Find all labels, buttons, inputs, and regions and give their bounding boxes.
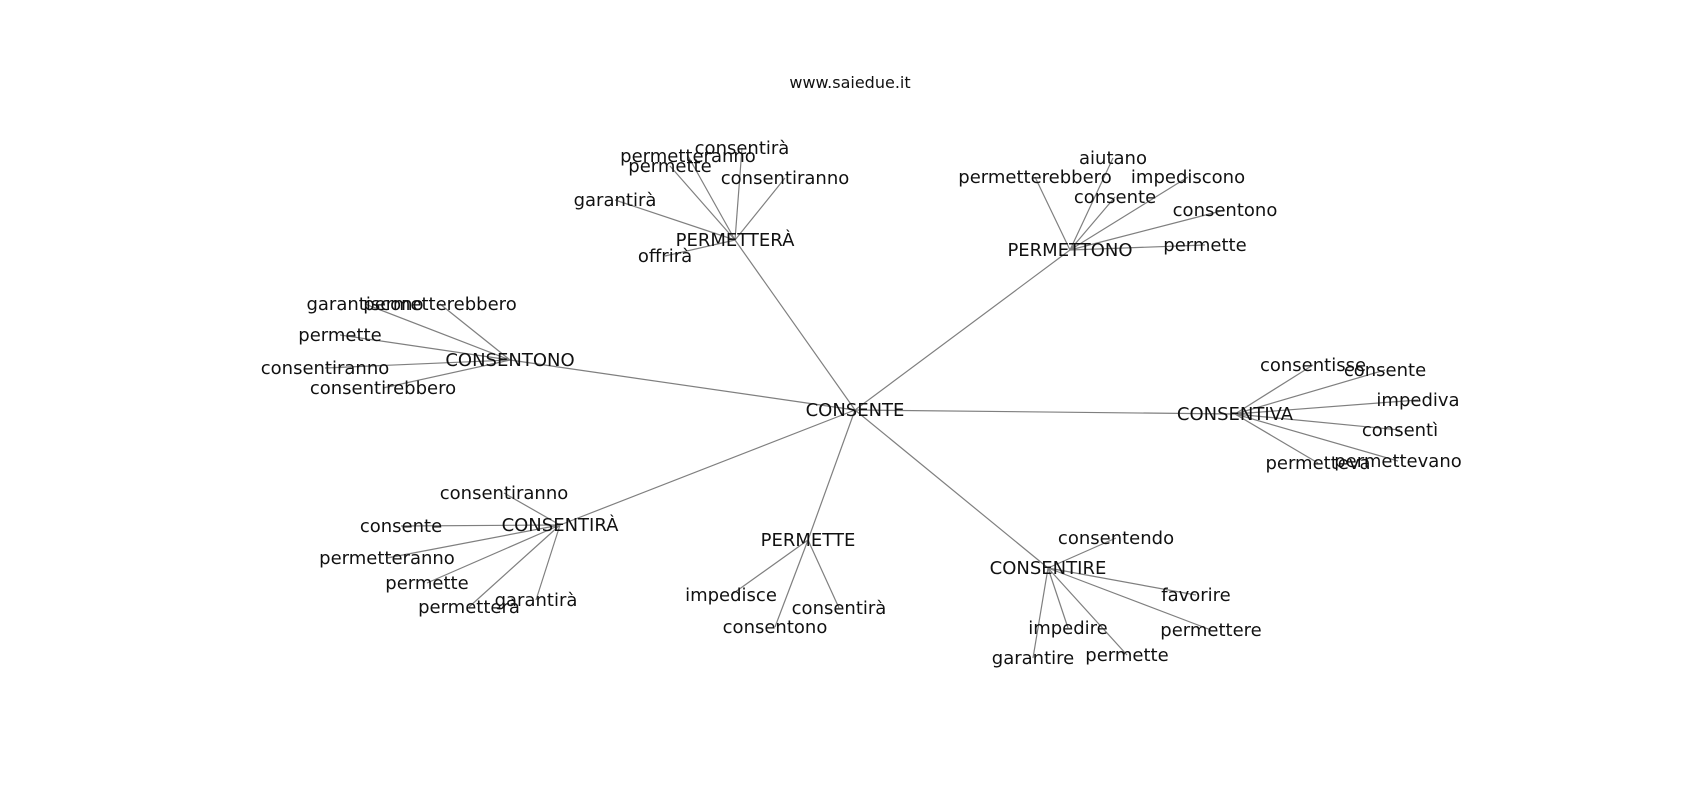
edge-consentiva-consenti — [1234, 413, 1401, 431]
hub-node-permette: PERMETTE — [761, 530, 856, 551]
edge-permettono-permette — [1069, 244, 1206, 251]
leaf-node-aiutano: aiutano — [1079, 148, 1147, 169]
edge-consentono-garantiscono — [364, 303, 511, 361]
edge-consentira-consente — [400, 524, 561, 527]
edge-permettera-permette — [669, 165, 736, 241]
edge-consentira-consentiranno — [503, 492, 561, 526]
edge-permettera-permetteranno — [687, 155, 736, 241]
hub-node-consentira: CONSENTIRÀ — [502, 514, 620, 536]
edge-consentira-permettera — [468, 524, 561, 608]
leaf-node-garantira: garantirà — [495, 590, 578, 611]
leaf-node-consente: consente — [1344, 360, 1426, 381]
hub-node-consentire: CONSENTIRE — [990, 558, 1107, 579]
leaf-node-consente: consente — [1074, 187, 1156, 208]
leaf-node-impediva: impediva — [1376, 390, 1459, 411]
edge-consentira-garantira — [535, 524, 561, 601]
edge-permettera-offrira — [664, 239, 736, 257]
edge-consentire-permette — [1047, 567, 1128, 656]
leaf-node-permetteranno: permetteranno — [319, 548, 455, 569]
edge-consentire-impedire — [1047, 567, 1069, 629]
edge-consentono-consentiranno — [324, 359, 511, 369]
edge-consentire-consentendo — [1047, 537, 1117, 569]
edge-root-permettera — [734, 239, 856, 411]
edge-permette-consentira — [807, 539, 840, 609]
leaf-node-permette: permette — [628, 156, 711, 177]
edge-permettono-impediscono — [1069, 176, 1189, 251]
leaf-node-impedire: impedire — [1028, 618, 1108, 639]
leaf-node-consentiranno: consentiranno — [261, 358, 390, 379]
leaf-node-consentiranno: consentiranno — [440, 483, 569, 504]
leaf-node-permetterebbero: permetterebbero — [363, 294, 516, 315]
leaf-node-consenti: consentì — [1362, 420, 1438, 441]
leaf-node-impedisce: impedisce — [685, 585, 777, 606]
leaf-node-consentira: consentirà — [792, 598, 887, 619]
leaf-node-consentono: consentono — [1173, 200, 1278, 221]
edge-consentiva-impediva — [1234, 399, 1419, 415]
label-layer: CONSENTEPERMETTERÀconsentiràpermetterann… — [261, 138, 1462, 669]
edge-root-consentiva — [854, 409, 1236, 415]
edge-permettono-permetterebbero — [1034, 176, 1071, 251]
leaf-node-consentira: consentirà — [695, 138, 790, 159]
edge-consentiva-permetteva — [1234, 413, 1319, 464]
edge-consentira-permetteranno — [386, 524, 561, 559]
leaf-node-garantira: garantirà — [574, 190, 657, 211]
hub-node-permettono: PERMETTONO — [1007, 240, 1132, 261]
edge-consentono-permette — [339, 334, 511, 361]
edge-layer — [324, 147, 1419, 659]
edge-consentire-permettere — [1047, 567, 1212, 631]
leaf-node-impediscono: impediscono — [1131, 167, 1245, 188]
leaf-node-garantiscono: garantiscono — [306, 294, 423, 315]
edge-consentono-permetterebbero — [439, 303, 511, 361]
edge-consentiva-consentisse — [1234, 364, 1314, 415]
leaf-node-permettevano: permettevano — [1334, 451, 1462, 472]
edge-permettono-consente — [1069, 196, 1116, 251]
edge-permettono-aiutano — [1069, 157, 1114, 251]
leaf-node-permettera: permetterà — [418, 597, 520, 618]
leaf-node-permetterebbero: permetterebbero — [958, 167, 1111, 188]
leaf-node-consentono: consentono — [723, 617, 828, 638]
leaf-node-consentirebbero: consentirebbero — [310, 378, 456, 399]
hub-node-consentiva: CONSENTIVA — [1177, 404, 1294, 425]
edge-consentiva-consente — [1234, 369, 1386, 415]
edge-consentiva-permettevano — [1234, 413, 1399, 462]
edge-root-permettono — [854, 249, 1071, 411]
leaf-node-permette: permette — [298, 325, 381, 346]
edge-permette-impedisce — [730, 539, 809, 596]
leaf-node-permette: permette — [1163, 235, 1246, 256]
edge-root-consentire — [854, 409, 1049, 569]
hub-node-consentono: CONSENTONO — [445, 350, 574, 371]
leaf-node-garantire: garantire — [992, 648, 1074, 669]
root-node-label: CONSENTE — [806, 400, 905, 421]
leaf-node-permetteva: permetteva — [1265, 453, 1370, 474]
edge-permettono-consentono — [1069, 209, 1226, 251]
edge-root-consentono — [509, 359, 856, 411]
hub-node-permettera: PERMETTERÀ — [676, 229, 795, 251]
edge-root-consentira — [559, 409, 856, 526]
leaf-node-permette: permette — [385, 573, 468, 594]
edge-root-permette — [807, 409, 856, 541]
leaf-node-consentiranno: consentiranno — [721, 168, 850, 189]
edge-permettera-consentiranno — [734, 177, 786, 241]
leaf-node-consentendo: consentendo — [1058, 528, 1174, 549]
edge-consentire-garantire — [1032, 567, 1049, 659]
leaf-node-consente: consente — [360, 516, 442, 537]
leaf-node-consentisse: consentisse — [1260, 355, 1366, 376]
leaf-node-offrira: offrirà — [638, 246, 692, 267]
leaf-node-favorire: favorire — [1161, 585, 1231, 606]
edge-permette-consentono — [774, 539, 809, 628]
edge-consentono-consentirebbero — [382, 359, 511, 389]
edge-permettera-consentira — [734, 147, 743, 241]
leaf-node-permettere: permettere — [1160, 620, 1261, 641]
leaf-node-permetteranno: permetteranno — [620, 146, 756, 167]
diagram-title: www.saiedue.it — [789, 73, 910, 92]
leaf-node-permette: permette — [1085, 645, 1168, 666]
edge-permettera-garantira — [614, 199, 736, 241]
edge-consentire-favorire — [1047, 567, 1197, 596]
edge-consentira-permette — [426, 524, 561, 584]
